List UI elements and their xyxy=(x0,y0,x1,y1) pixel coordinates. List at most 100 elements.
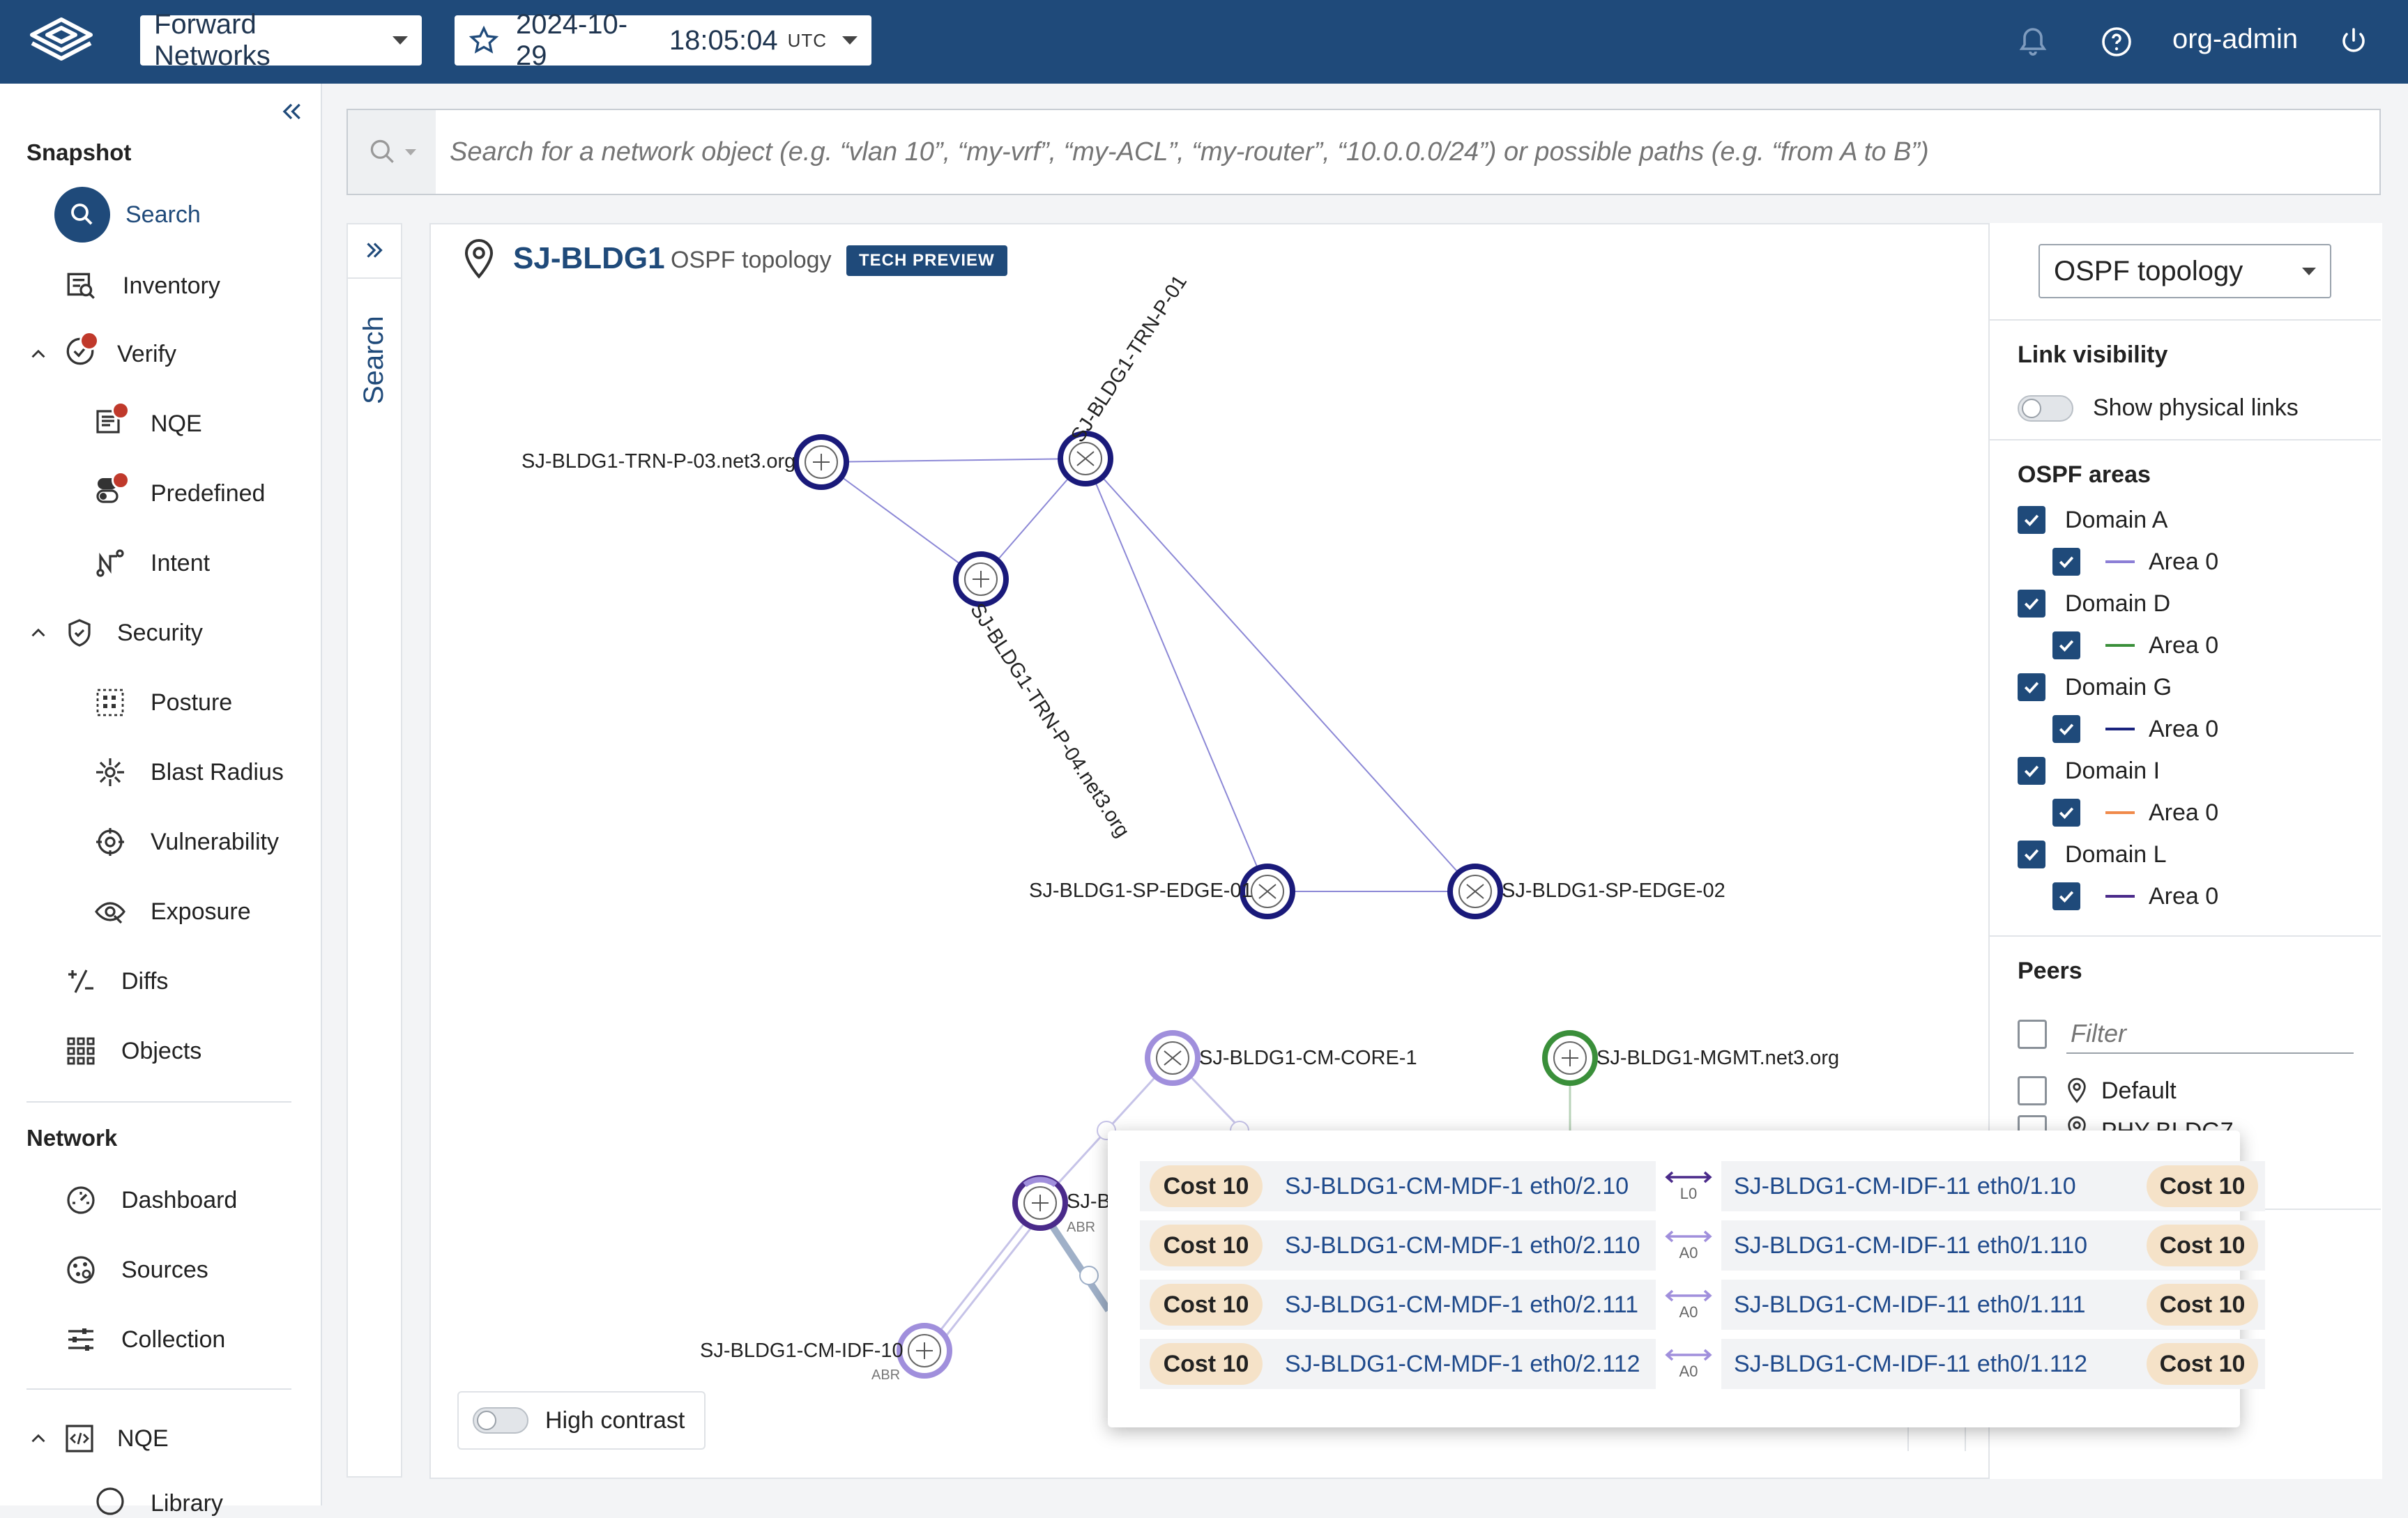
node-mgmt[interactable] xyxy=(1542,1030,1598,1086)
user-menu[interactable]: org-admin xyxy=(2172,24,2299,54)
collapse-sidebar-icon[interactable] xyxy=(277,98,305,125)
peer-item-default[interactable]: Default xyxy=(2018,1076,2177,1105)
node-trn-p-04[interactable] xyxy=(953,551,1009,607)
area-legend-swatch xyxy=(2105,728,2135,730)
domain-row[interactable]: Domain L xyxy=(2018,841,2167,868)
interface-link-right[interactable]: SJ-BLDG1-CM-IDF-11 eth0/1.110 xyxy=(1734,1232,2088,1259)
peer-checkbox[interactable] xyxy=(2018,1076,2047,1105)
sidebar-item-blast-radius[interactable]: Blast Radius xyxy=(93,751,284,793)
library-icon xyxy=(96,1487,124,1515)
sidebar-item-inventory[interactable]: Inventory xyxy=(64,265,220,307)
sidebar-item-predefined[interactable]: Predefined xyxy=(93,470,265,514)
node-label[interactable]: SJ-BLDG1-SP-EDGE-02 xyxy=(1502,880,1725,902)
domain-row[interactable]: Domain I xyxy=(2018,757,2160,785)
link[interactable] xyxy=(1085,458,1476,892)
link[interactable] xyxy=(821,458,1086,463)
node-label[interactable]: SJ-BLDG1-CM-CORE-1 xyxy=(1199,1047,1417,1069)
domain-checkbox[interactable] xyxy=(2018,673,2045,701)
interface-link-right[interactable]: SJ-BLDG1-CM-IDF-11 eth0/1.111 xyxy=(1734,1291,2086,1318)
sidebar-item-verify[interactable]: Verify xyxy=(26,330,176,375)
high-contrast-toggle[interactable] xyxy=(473,1407,528,1434)
sidebar-item-vulnerability[interactable]: Vulnerability xyxy=(93,821,279,863)
link[interactable] xyxy=(1085,458,1268,892)
peer-filter-input[interactable] xyxy=(2066,1015,2354,1054)
interface-link-right[interactable]: SJ-BLDG1-CM-IDF-11 eth0/1.10 xyxy=(1734,1172,2076,1199)
area-row[interactable]: Area 0 xyxy=(2052,631,2218,659)
node-sp-edge-02[interactable] xyxy=(1447,864,1503,919)
bell-icon[interactable] xyxy=(2016,25,2050,59)
node-trn-p-01[interactable] xyxy=(1058,431,1113,486)
org-selector[interactable]: Forward Networks xyxy=(140,9,422,71)
show-physical-links-toggle[interactable] xyxy=(2018,394,2073,422)
sidebar-item-security[interactable]: Security xyxy=(26,612,203,654)
help-icon[interactable] xyxy=(2100,25,2133,59)
link[interactable] xyxy=(923,1202,1042,1351)
search-input[interactable] xyxy=(448,136,2333,168)
node-trn-p-03[interactable] xyxy=(793,434,849,490)
interface-link-right[interactable]: SJ-BLDG1-CM-IDF-11 eth0/1.112 xyxy=(1734,1350,2088,1377)
domain-checkbox[interactable] xyxy=(2018,506,2045,534)
area-row[interactable]: Area 0 xyxy=(2052,548,2218,576)
view-select[interactable]: OSPF topology xyxy=(2039,244,2331,298)
sidebar-item-dashboard[interactable]: Dashboard xyxy=(64,1179,237,1221)
sidebar-item-search[interactable]: Search xyxy=(54,187,201,243)
chevron-up-icon[interactable] xyxy=(26,342,50,366)
star-icon[interactable] xyxy=(468,25,499,56)
forward-networks-logo-icon[interactable] xyxy=(26,15,96,68)
sidebar-item-diffs[interactable]: Diffs xyxy=(64,960,168,1002)
collapsed-search-tab[interactable]: Search xyxy=(358,316,389,404)
node-label[interactable]: SJ-BLDG1-CM-IDF-10 xyxy=(700,1340,904,1362)
domain-checkbox[interactable] xyxy=(2018,590,2045,618)
snapshot-selector[interactable]: 2024-10-29 18:05:04 UTC xyxy=(455,9,871,71)
node-label[interactable]: SJ-B xyxy=(1067,1190,1111,1213)
link-bundle[interactable] xyxy=(1049,1225,1112,1312)
domain-row[interactable]: Domain A xyxy=(2018,506,2167,534)
select-all-peers-checkbox[interactable] xyxy=(2018,1020,2047,1049)
node-cm-mdf-1[interactable] xyxy=(1012,1175,1068,1231)
interface-link-left[interactable]: SJ-BLDG1-CM-MDF-1 eth0/2.110 xyxy=(1285,1232,1640,1259)
area-checkbox[interactable] xyxy=(2052,799,2080,827)
expand-panel-icon[interactable] xyxy=(361,237,388,263)
area-checkbox[interactable] xyxy=(2052,715,2080,743)
interface-link-left[interactable]: SJ-BLDG1-CM-MDF-1 eth0/2.112 xyxy=(1285,1350,1640,1377)
node-cm-core-1[interactable] xyxy=(1145,1030,1201,1086)
interface-link-left[interactable]: SJ-BLDG1-CM-MDF-1 eth0/2.10 xyxy=(1285,1172,1629,1199)
area-checkbox[interactable] xyxy=(2052,631,2080,659)
link[interactable] xyxy=(929,1209,1047,1357)
chevron-up-icon[interactable] xyxy=(26,1427,50,1450)
domain-checkbox[interactable] xyxy=(2018,757,2045,785)
sidebar-item-nqe-section[interactable]: NQE xyxy=(26,1418,169,1459)
chevron-up-icon[interactable] xyxy=(26,621,50,645)
interface-link-left[interactable]: SJ-BLDG1-CM-MDF-1 eth0/2.111 xyxy=(1285,1291,1638,1318)
node-sp-edge-01[interactable] xyxy=(1240,864,1295,919)
sidebar-item-exposure[interactable]: Exposure xyxy=(93,891,251,933)
area-row[interactable]: Area 0 xyxy=(2052,799,2218,827)
sidebar-item-sources[interactable]: Sources xyxy=(64,1249,208,1291)
node-cm-idf-10[interactable] xyxy=(897,1323,952,1379)
sidebar-item-collection[interactable]: Collection xyxy=(64,1319,225,1360)
node-label[interactable]: SJ-BLDG1-TRN-P-03.net3.org xyxy=(521,450,796,473)
search-type-dropdown[interactable] xyxy=(348,110,436,194)
domain-row[interactable]: Domain G xyxy=(2018,673,2172,701)
area-checkbox[interactable] xyxy=(2052,548,2080,576)
sidebar-item-objects[interactable]: Objects xyxy=(64,1030,201,1072)
area-row[interactable]: Area 0 xyxy=(2052,882,2218,910)
domain-row[interactable]: Domain D xyxy=(2018,590,2170,618)
domain-checkbox[interactable] xyxy=(2018,841,2045,868)
peer-item-phy-bldg7[interactable]: PHY-BLDG7 xyxy=(2018,1115,2234,1144)
sidebar-item-posture[interactable]: Posture xyxy=(93,682,232,723)
link[interactable] xyxy=(821,461,982,580)
topology-canvas[interactable] xyxy=(429,279,1988,1478)
sidebar-item-library[interactable]: Library xyxy=(93,1485,223,1517)
node-label[interactable]: SJ-BLDG1-SP-EDGE-01 xyxy=(1029,880,1253,902)
power-icon[interactable] xyxy=(2337,25,2370,59)
sidebar-item-intent[interactable]: Intent xyxy=(93,542,210,584)
sidebar-item-nqe[interactable]: NQE xyxy=(93,401,202,445)
area-row[interactable]: Area 0 xyxy=(2052,715,2218,743)
node-label[interactable]: SJ-BLDG1-MGMT.net3.org xyxy=(1597,1047,1840,1069)
area-checkbox[interactable] xyxy=(2052,882,2080,910)
